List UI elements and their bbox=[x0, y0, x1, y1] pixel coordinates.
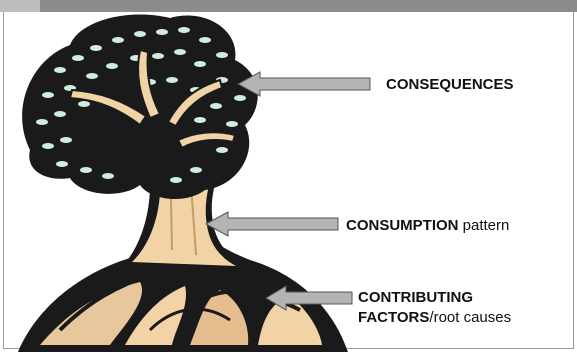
arrow-consumption bbox=[204, 210, 340, 238]
label-contributing-root-causes: /root causes bbox=[429, 309, 511, 326]
label-consumption-rest: pattern bbox=[459, 217, 510, 234]
label-consequences: CONSEQUENCES bbox=[386, 75, 514, 95]
arrow-consequences bbox=[236, 70, 372, 98]
label-contributing-line1: CONTRIBUTING bbox=[358, 289, 473, 306]
label-consumption: CONSUMPTION pattern bbox=[346, 216, 509, 236]
arrow-contributing bbox=[264, 284, 354, 312]
tree-foliage bbox=[22, 14, 258, 199]
label-consumption-bold: CONSUMPTION bbox=[346, 217, 459, 234]
label-consequences-text: CONSEQUENCES bbox=[386, 76, 514, 93]
label-contributing-factors: FACTORS bbox=[358, 309, 429, 326]
label-contributing: CONTRIBUTING FACTORS/root causes bbox=[358, 288, 511, 328]
